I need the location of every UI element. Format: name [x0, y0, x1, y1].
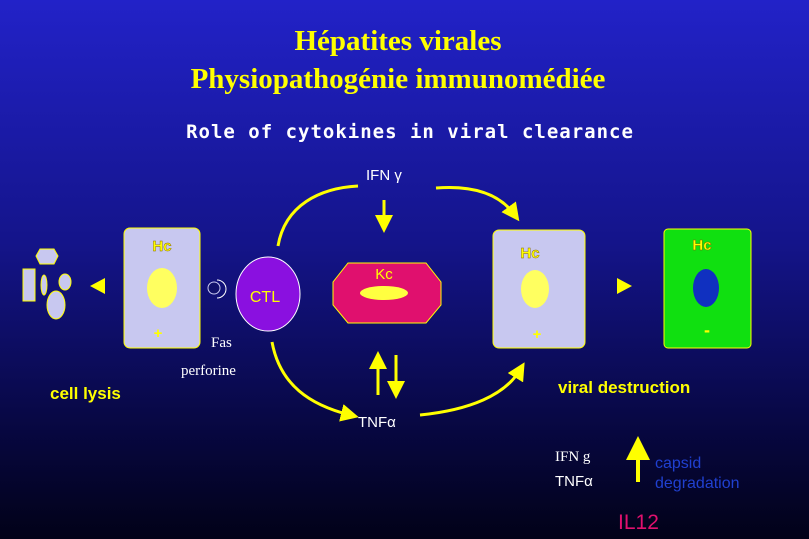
legend-tnf: TNFα: [555, 473, 593, 490]
cell-fragments-icon: [22, 248, 72, 320]
hc-left-sign: +: [154, 325, 163, 342]
il12-label: IL12: [618, 511, 659, 534]
arrow-ctl-to-tnf: [270, 341, 359, 422]
hepatocyte-middle: Hc +: [492, 229, 586, 349]
ctl-cell: CTL: [235, 256, 301, 332]
degradation-label: degradation: [655, 475, 740, 492]
hc-right-label: Hc: [692, 237, 711, 254]
ctl-label: CTL: [250, 289, 280, 306]
perforine-label: perforine: [181, 363, 236, 379]
arrowhead-left-icon: [90, 278, 105, 294]
arrow-tnf-to-hc: [419, 362, 525, 417]
title-line-2: Physiopathogénie immunomédiée: [191, 63, 606, 95]
hc-mid-label: Hc: [520, 245, 539, 262]
fas-label: Fas: [211, 335, 232, 351]
hc-mid-sign: +: [533, 326, 542, 343]
capsid-label: capsid: [655, 455, 701, 472]
tnf-alpha-label: TNFα: [358, 414, 396, 431]
kupffer-cell: Kc: [332, 262, 442, 324]
hc-left-label: Hc: [152, 238, 171, 255]
subtitle: Role of cytokines in viral clearance: [186, 121, 634, 143]
granule-icon: [207, 279, 227, 299]
cell-lysis-label: cell lysis: [50, 384, 121, 403]
kc-label: Kc: [375, 266, 393, 283]
arrowhead-right-icon: [617, 278, 632, 294]
hepatocyte-left: Hc +: [123, 227, 201, 349]
legend-ifn: IFN g: [555, 449, 591, 465]
viral-destruction-label: viral destruction: [558, 378, 690, 397]
arrow-ctl-to-ifn: [276, 184, 359, 247]
ifn-gamma-label: IFN γ: [366, 167, 402, 184]
arrow-ifn-to-hc: [435, 185, 520, 222]
title-line-1: Hépatites virales: [295, 25, 502, 57]
hepatocyte-right: Hc -: [663, 228, 752, 349]
hc-right-sign: -: [704, 320, 710, 340]
